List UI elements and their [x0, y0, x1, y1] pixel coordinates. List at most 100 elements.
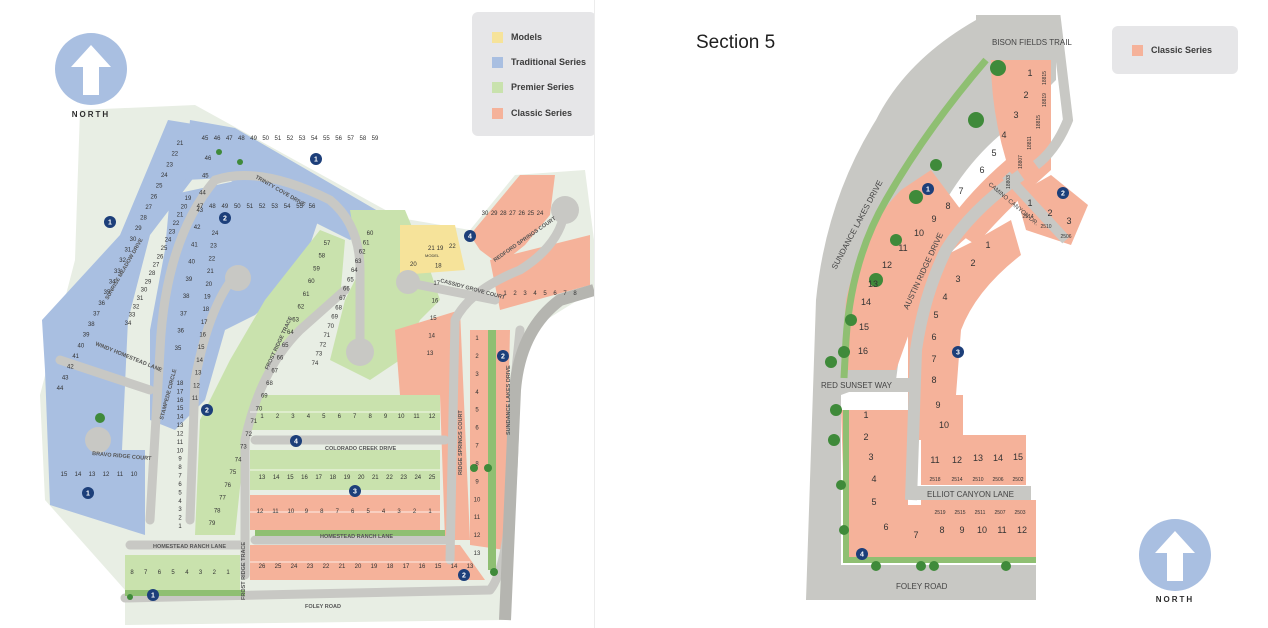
lot-number: 33: [114, 269, 121, 275]
lot-number: 4: [382, 509, 386, 515]
lot-number: 2511: [975, 510, 986, 516]
lot-number: 18803: [1006, 175, 1012, 189]
lot-number: 12: [1017, 525, 1027, 535]
section-marker-label: 1: [86, 491, 90, 498]
legend-item-classic: Classic Series: [1132, 43, 1212, 57]
lot-number: 22: [209, 256, 216, 262]
lot-number: 2: [413, 509, 417, 515]
section-marker: [497, 350, 509, 362]
greenbelts-left: [125, 330, 496, 596]
lot-number: 22: [323, 564, 330, 570]
lot-number: 6: [883, 522, 888, 532]
tree: [869, 273, 883, 287]
lot-number: 65: [347, 277, 354, 283]
lot-number: 20: [358, 475, 365, 481]
trees-right: [825, 60, 1011, 571]
section-marker: [147, 589, 159, 601]
lot-number: 7: [178, 474, 182, 480]
lot-block-camino: [1016, 175, 1088, 245]
lot-number: 3: [955, 274, 960, 284]
lot-number: 77: [219, 496, 226, 502]
lot-number: 2507: [994, 510, 1005, 516]
model-lot-20: 20: [410, 262, 417, 268]
section-marker-label: 2: [462, 573, 466, 580]
lot-number: 24: [165, 238, 172, 244]
lot-number: 9: [931, 214, 936, 224]
lot-number: 7: [958, 186, 963, 196]
lot-number: 16: [432, 299, 439, 305]
greenbelt-south: [125, 590, 245, 596]
lot-number: 11: [413, 414, 420, 420]
lot-number: 7: [353, 414, 357, 420]
section-marker: [458, 569, 470, 581]
lot-number: 73: [240, 445, 247, 451]
lot-number: 4: [178, 499, 182, 505]
lot-number: 48: [238, 136, 245, 142]
lot-number: 52: [259, 204, 266, 210]
lot-number: 51: [275, 136, 282, 142]
lot-number: 53: [271, 204, 278, 210]
lot-number: 34: [125, 321, 132, 327]
lot-number: 24: [537, 211, 544, 217]
lot-number: 13: [427, 351, 434, 357]
lot-number: 9: [178, 457, 182, 463]
lot-number: 9: [475, 479, 479, 485]
lot-number: 62: [298, 305, 305, 311]
north-arrow-glyph: [1155, 531, 1195, 581]
lot-number: 12: [429, 414, 436, 420]
legend-left: Models Traditional Series Premier Series…: [472, 12, 596, 136]
section-marker-label: 1: [108, 220, 112, 227]
legend-item-traditional: Traditional Series: [492, 55, 586, 69]
swatch-classic: [492, 107, 503, 119]
tree: [828, 434, 840, 446]
lot-strip-outer: [841, 170, 976, 370]
lot-numbers-right: 1234561881518819188151881118807188031232…: [858, 68, 1072, 540]
lot-number: 16: [199, 333, 206, 339]
lot-number: 17: [177, 389, 184, 395]
section-marker: [104, 216, 116, 228]
lot-number: 69: [331, 315, 338, 321]
street-label-foley: FOLEY ROAD: [305, 604, 341, 610]
lot-number: 56: [335, 136, 342, 142]
lot-number: 3: [1066, 216, 1071, 226]
legend-right: Classic Series: [1112, 26, 1238, 74]
lot-number: 11: [474, 515, 481, 521]
lot-number: 1: [1027, 198, 1032, 208]
section-marker: [82, 487, 94, 499]
lot-number: 2519: [934, 510, 945, 516]
lot-number: 58: [318, 254, 325, 260]
lot-number: 60: [367, 231, 374, 237]
lot-number: 24: [161, 173, 168, 179]
swatch-models: [492, 31, 503, 43]
section-marker-label: 1: [926, 187, 930, 194]
lot-number: 2: [1023, 90, 1028, 100]
tree: [909, 190, 923, 204]
tree: [216, 149, 222, 155]
road-austin-ridge: [905, 170, 1025, 501]
legend-label-models: Models: [511, 32, 543, 42]
road-bison-fields: [976, 15, 1074, 169]
lot-number: 22: [173, 221, 180, 227]
lot-number: 19: [437, 246, 444, 252]
lot-number: 43: [62, 375, 69, 381]
lot-number: 26: [259, 564, 266, 570]
lot-number: 44: [57, 386, 64, 392]
traditional-area-inner: [150, 180, 320, 430]
lot-number: 20: [181, 204, 188, 210]
lot-number: 15: [177, 406, 184, 412]
lot-number: 3: [523, 291, 527, 297]
lot-number: 64: [287, 330, 294, 336]
lot-number: 72: [320, 342, 327, 348]
lot-number: 27: [145, 205, 152, 211]
lot-number: 1: [226, 570, 230, 576]
lot-number: 8: [939, 525, 944, 535]
tree: [839, 525, 849, 535]
section-marker-label: 2: [1061, 191, 1065, 198]
lot-number: 79: [209, 521, 216, 527]
north-label: NORTH: [71, 110, 111, 119]
lot-number: 23: [166, 162, 173, 168]
lot-number: 5: [871, 497, 876, 507]
lot-number: 38: [183, 294, 190, 300]
lot-number: 23: [307, 564, 314, 570]
